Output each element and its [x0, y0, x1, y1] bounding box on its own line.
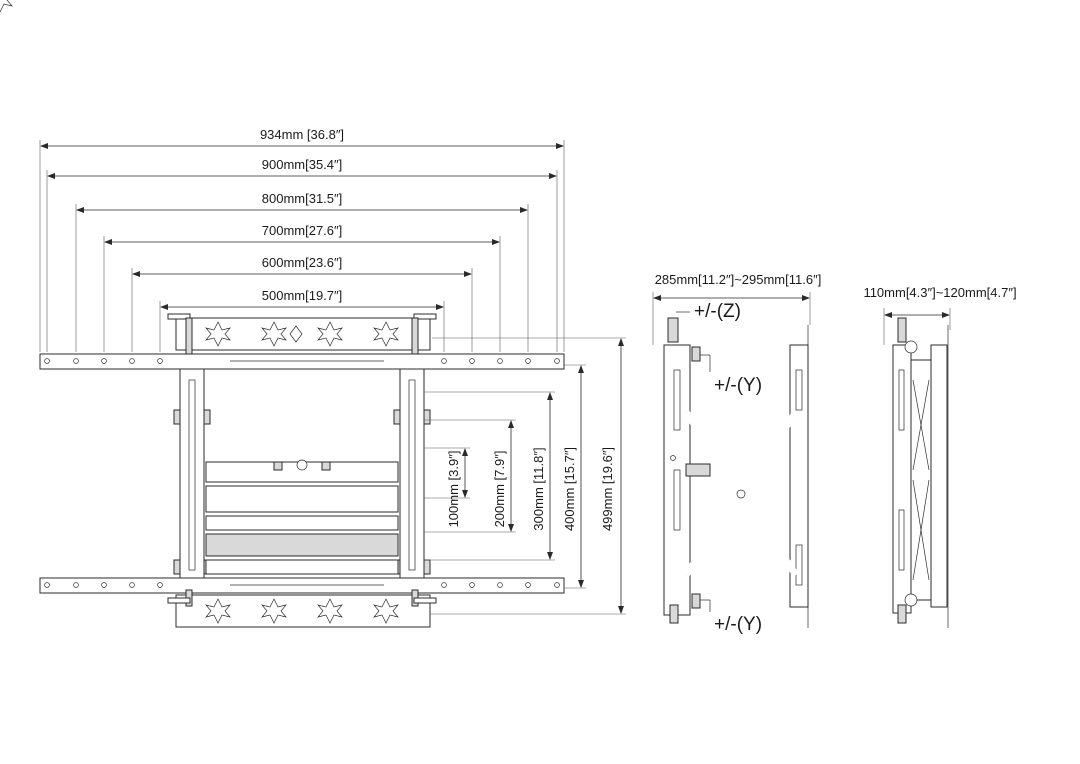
y-adjust-knob-top: [691, 346, 701, 362]
dim-label-499: 499mm [19.6″]: [600, 447, 615, 531]
bottom-rail: [39, 577, 565, 594]
left-upright: [173, 368, 211, 579]
rail-holes: [44, 358, 560, 588]
dim-label-800: 800mm[31.5″]: [262, 191, 342, 206]
tension-spring: [685, 463, 711, 477]
dim-label-500: 500mm[19.7″]: [262, 288, 342, 303]
depth-label-extended: 285mm[11.2″]~295mm[11.6″]: [655, 272, 822, 287]
dim-label-934: 934mm [36.8″]: [260, 127, 344, 142]
dim-label-900: 900mm[35.4″]: [262, 157, 342, 172]
vertical-dimensions: 100mm [3.9″] 200mm [7.9″] 300mm [11.8″] …: [424, 337, 626, 615]
right-upright: [393, 368, 431, 579]
depth-label-collapsed: 110mm[4.3″]~120mm[4.7″]: [863, 285, 1016, 300]
star-cutout: [0, 0, 13, 13]
z-adjust-label: +/-(Z): [694, 301, 741, 322]
top-rail: [39, 353, 565, 370]
dim-label-400: 400mm [15.7″]: [562, 447, 577, 531]
front-view: 934mm [36.8″] 900mm[35.4″] 800mm[31.5″] …: [0, 0, 626, 628]
dim-label-600: 600mm[23.6″]: [262, 255, 342, 270]
center-plates: [205, 459, 399, 575]
side-view-extended: 285mm[11.2″]~295mm[11.6″] +/-(Z) +/-(Y) …: [652, 272, 822, 635]
dim-label-100: 100mm [3.9″]: [446, 451, 461, 528]
dim-label-200: 200mm [7.9″]: [492, 451, 507, 528]
dim-label-700: 700mm[27.6″]: [262, 223, 342, 238]
dim-label-300: 300mm [11.8″]: [531, 447, 546, 530]
y-adjust-knob-bottom: [691, 593, 701, 609]
z-adjust-knob: [667, 317, 679, 343]
collapsed-arms: [910, 359, 932, 601]
y-adjust-label-bottom: +/-(Y): [714, 614, 762, 635]
y-adjust-label-top: +/-(Y): [714, 375, 762, 396]
collapsed-wall-bracket: [930, 344, 948, 608]
collapsed-display-bracket: [892, 344, 912, 614]
bottom-wall-plate: [167, 589, 437, 628]
horizontal-dimensions: 934mm [36.8″] 900mm[35.4″] 800mm[31.5″] …: [39, 127, 565, 352]
top-wall-plate: [0, 0, 437, 355]
side-view-collapsed: 110mm[4.3″]~120mm[4.7″]: [863, 285, 1017, 628]
